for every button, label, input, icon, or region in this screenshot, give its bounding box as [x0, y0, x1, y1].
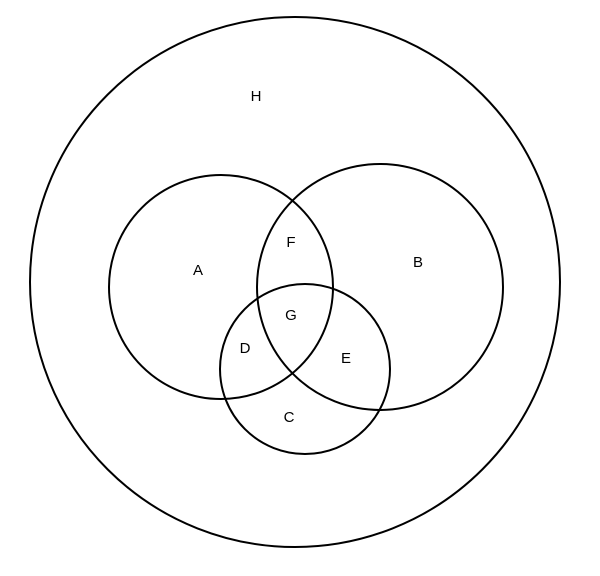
set-circle-c — [219, 283, 391, 455]
universe-circle-h — [29, 16, 561, 548]
label-set-c: C — [284, 409, 295, 426]
label-set-a: A — [193, 262, 203, 279]
label-set-b: B — [413, 254, 423, 271]
label-a-b-and-c: G — [285, 307, 297, 324]
label-b-and-c-only: E — [341, 350, 351, 367]
label-a-and-c-only: D — [240, 340, 251, 357]
label-a-and-b-only: F — [286, 234, 295, 251]
label-universe-h: H — [251, 88, 262, 105]
set-circle-a — [108, 174, 334, 400]
